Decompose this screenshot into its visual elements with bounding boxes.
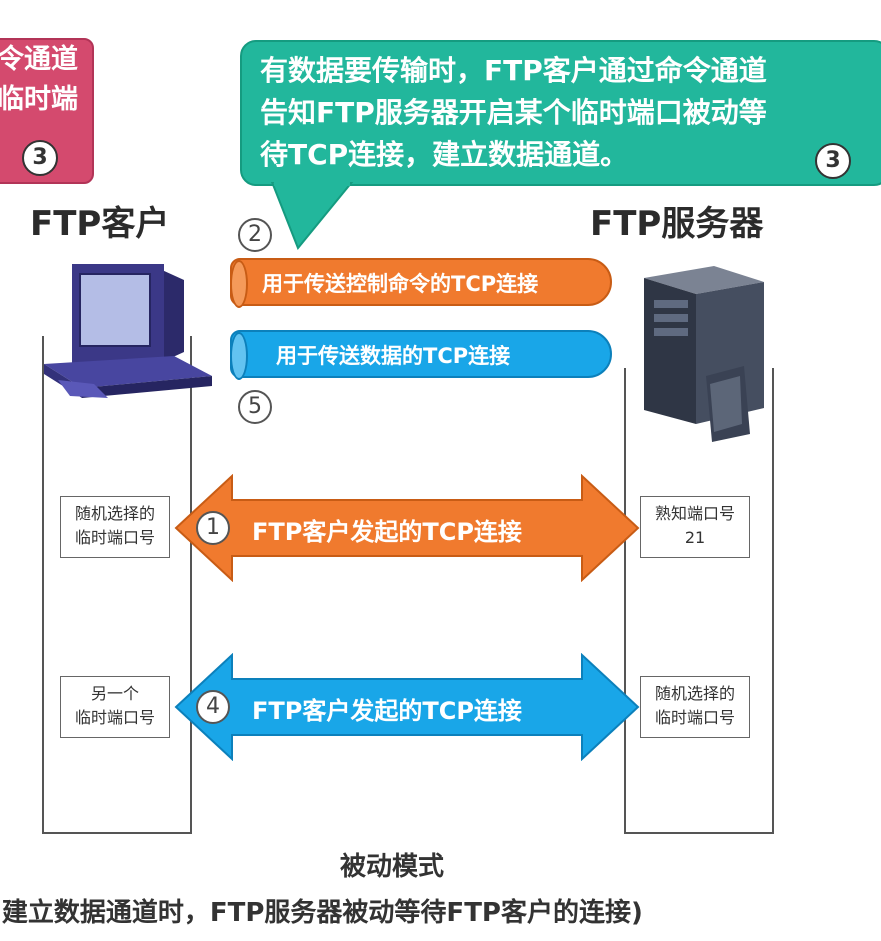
client-port-box-1: 随机选择的 临时端口号 — [60, 496, 170, 558]
server-title: FTP服务器 — [590, 204, 764, 244]
data-pipe-cap — [230, 332, 248, 380]
server-port-2-line-1: 随机选择的 — [654, 684, 735, 703]
server-port-1-line-1: 熟知端口号 — [654, 504, 735, 523]
server-callout-tail — [270, 182, 354, 250]
mode-caption: 被动模式 — [340, 852, 445, 882]
client-port-1-line-2: 临时端口号 — [74, 528, 155, 547]
server-port-1-line-2: 21 — [684, 528, 706, 547]
server-callout: 有数据要传输时，FTP客户通过命令通道 告知FTP服务器开启某个临时端口被动等 … — [240, 40, 881, 186]
client-port-box-2: 另一个 临时端口号 — [60, 676, 170, 738]
server-callout-line-2: 告知FTP服务器开启某个临时端口被动等 — [260, 96, 767, 129]
data-connection-pipe: 用于传送数据的TCP连接 — [230, 330, 612, 380]
server-tower-icon — [644, 266, 764, 442]
client-computer-icon — [44, 264, 212, 398]
data-pipe-label: 用于传送数据的TCP连接 — [276, 344, 511, 368]
client-title: FTP客户 — [30, 204, 170, 244]
server-port-2-line-2: 临时端口号 — [654, 708, 735, 727]
control-connection-pipe: 用于传送控制命令的TCP连接 — [230, 258, 612, 308]
server-callout-step-badge: 3 — [815, 143, 851, 179]
connection-1-step-badge: 1 — [196, 511, 230, 545]
client-port-1-line-1: 随机选择的 — [74, 504, 155, 523]
connection-2-double-arrow — [174, 653, 640, 761]
client-callout-line-1: 令通道 — [0, 44, 78, 75]
server-callout-line-3: 待TCP连接，建立数据通道。 — [260, 138, 629, 171]
server-port-box-2: 随机选择的 临时端口号 — [640, 676, 750, 738]
client-port-2-line-2: 临时端口号 — [74, 708, 155, 727]
connection-1-label: FTP客户发起的TCP连接 — [252, 518, 522, 546]
client-port-2-line-1: 另一个 — [90, 684, 139, 703]
control-pipe-cap — [230, 260, 248, 308]
client-lifeline — [42, 336, 192, 834]
control-pipe-label: 用于传送控制命令的TCP连接 — [262, 272, 539, 296]
server-callout-line-1: 有数据要传输时，FTP客户通过命令通道 — [260, 54, 767, 87]
connection-1-double-arrow — [174, 474, 640, 582]
data-pipe-step-badge: 5 — [238, 390, 272, 424]
connection-2-label: FTP客户发起的TCP连接 — [252, 697, 522, 725]
control-pipe-step-badge: 2 — [238, 218, 272, 252]
client-callout-line-2: 临时端 — [0, 84, 78, 115]
server-port-box-1: 熟知端口号 21 — [640, 496, 750, 558]
client-callout-step-badge: 3 — [22, 140, 58, 176]
mode-caption-note: (建立数据通道时，FTP服务器被动等待FTP客户的连接) — [0, 898, 643, 928]
server-lifeline — [624, 368, 774, 834]
connection-2-step-badge: 4 — [196, 690, 230, 724]
